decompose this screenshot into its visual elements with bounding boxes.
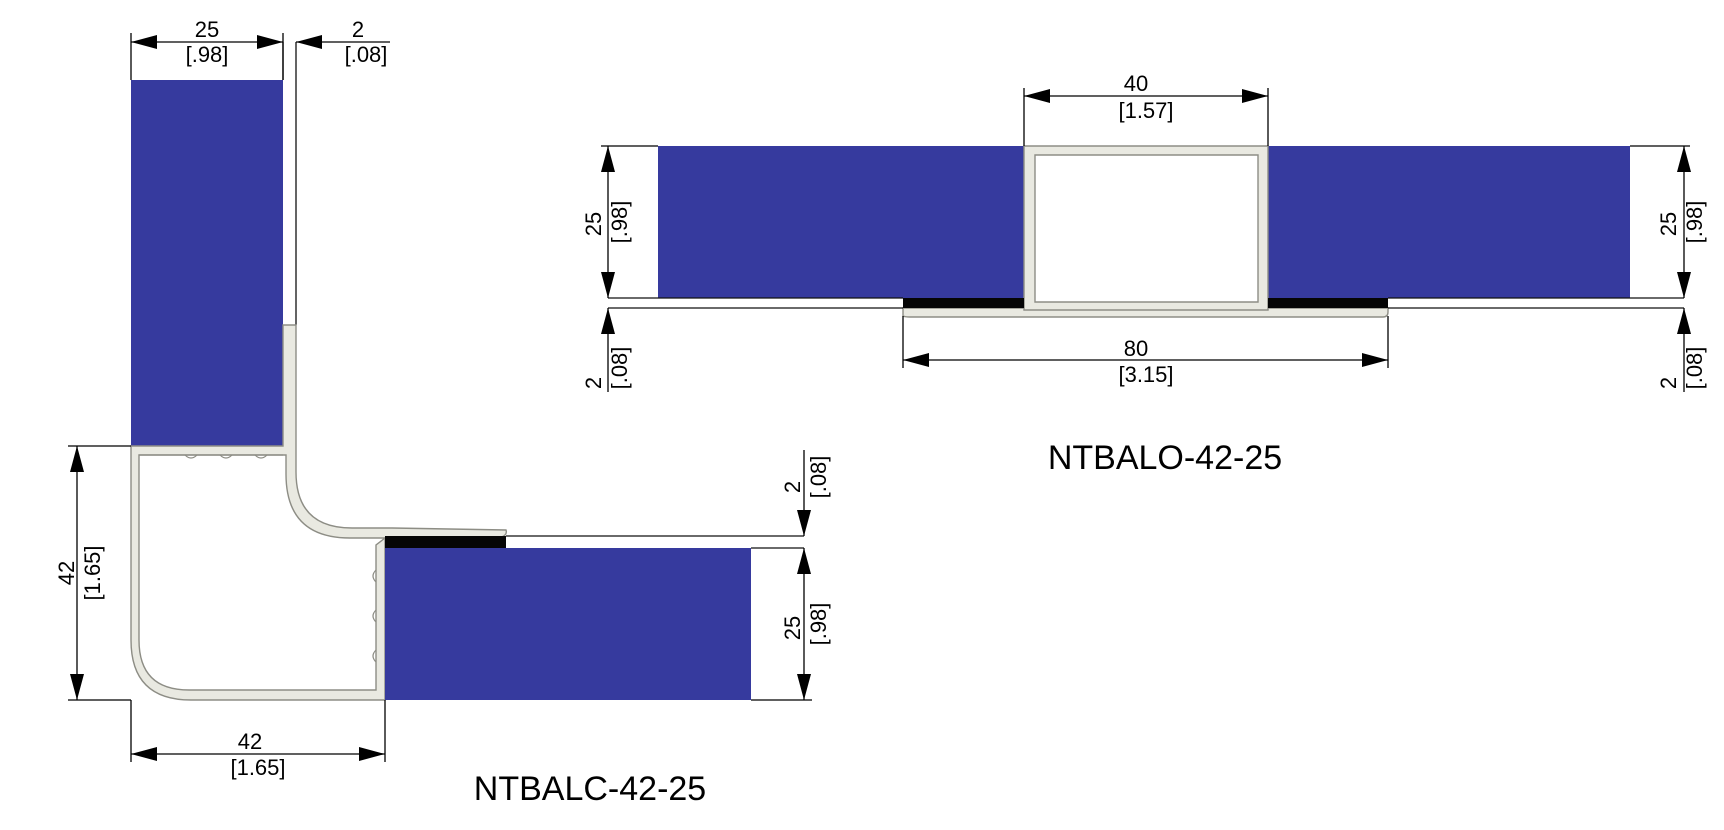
dim-corner-right-thickness-mm: 2 xyxy=(780,481,805,493)
dim-corner-bottom-width: 42 [1.65] xyxy=(130,700,386,780)
dim-straight-top-width-in: [1.57] xyxy=(1118,98,1173,123)
dim-corner-top-width: 25 [.98] xyxy=(130,17,284,80)
dim-straight-left-height: 25 [.98] xyxy=(581,145,658,298)
horizontal-adhesive xyxy=(385,536,506,548)
dim-straight-right-thickness: 2 [.08] xyxy=(1656,308,1707,392)
straight-trim-hollow xyxy=(1034,154,1259,303)
dim-straight-right-thickness-mm: 2 xyxy=(1656,377,1681,389)
dim-straight-left-thickness: 2 [.08] xyxy=(581,308,632,392)
dim-straight-left-thickness-in: [.08] xyxy=(607,347,632,390)
dim-straight-bottom-width: 80 [3.15] xyxy=(902,316,1389,387)
dim-corner-top-thickness-mm: 2 xyxy=(352,17,364,42)
serration-marks-side xyxy=(372,569,377,663)
dim-corner-right-thickness: 2 [.08] xyxy=(780,450,831,536)
corner-trim-hollow xyxy=(138,454,388,691)
left-tile xyxy=(658,146,1024,298)
dim-straight-right-thickness-in: [.08] xyxy=(1682,347,1707,390)
dim-corner-top-width-mm: 25 xyxy=(195,17,219,42)
dim-corner-right-height-in: [.98] xyxy=(806,603,831,646)
dim-straight-bottom-width-in: [3.15] xyxy=(1118,362,1173,387)
dim-corner-bottom-width-mm: 42 xyxy=(238,729,262,754)
dim-corner-top-thickness-in: [.08] xyxy=(345,42,388,67)
dim-straight-left-height-in: [.98] xyxy=(607,201,632,244)
right-adhesive xyxy=(1268,298,1388,308)
dim-corner-right-height-mm: 25 xyxy=(780,616,805,640)
corner-profile: 25 [.98] 2 [.08] 42 [1.65] 42 xyxy=(54,17,831,808)
dim-straight-top-width-mm: 40 xyxy=(1124,71,1148,96)
dim-corner-right-thickness-in: [.08] xyxy=(806,456,831,499)
dim-straight-left-height-mm: 25 xyxy=(581,212,606,236)
dim-corner-top-width-in: [.98] xyxy=(186,42,229,67)
dim-corner-bottom-width-in: [1.65] xyxy=(230,755,285,780)
straight-profile: 40 [1.57] 25 [.98] 25 [.98] 2 [.08] xyxy=(581,71,1707,477)
corner-profile-title: NTBALC-42-25 xyxy=(474,770,706,808)
dim-straight-top-width: 40 [1.57] xyxy=(1023,71,1269,146)
dim-straight-bottom-width-mm: 80 xyxy=(1124,336,1148,361)
straight-profile-title: NTBALO-42-25 xyxy=(1048,439,1282,477)
vertical-tile xyxy=(131,80,283,446)
serration-marks-top xyxy=(184,454,268,459)
dim-corner-top-thickness: 2 [.08] xyxy=(296,17,390,67)
dim-straight-left-thickness-mm: 2 xyxy=(581,377,606,389)
horizontal-tile xyxy=(385,548,751,700)
dim-corner-left-height: 42 [1.65] xyxy=(54,445,131,701)
left-adhesive xyxy=(903,298,1024,308)
dim-corner-left-height-in: [1.65] xyxy=(80,545,105,600)
right-tile xyxy=(1268,146,1630,298)
dim-corner-left-height-mm: 42 xyxy=(54,561,79,585)
dim-straight-right-height-mm: 25 xyxy=(1656,212,1681,236)
dim-straight-right-height-in: [.98] xyxy=(1682,201,1707,244)
dim-straight-right-height: 25 [.98] xyxy=(1630,145,1707,298)
dim-corner-right-height: 25 [.98] xyxy=(751,548,831,701)
